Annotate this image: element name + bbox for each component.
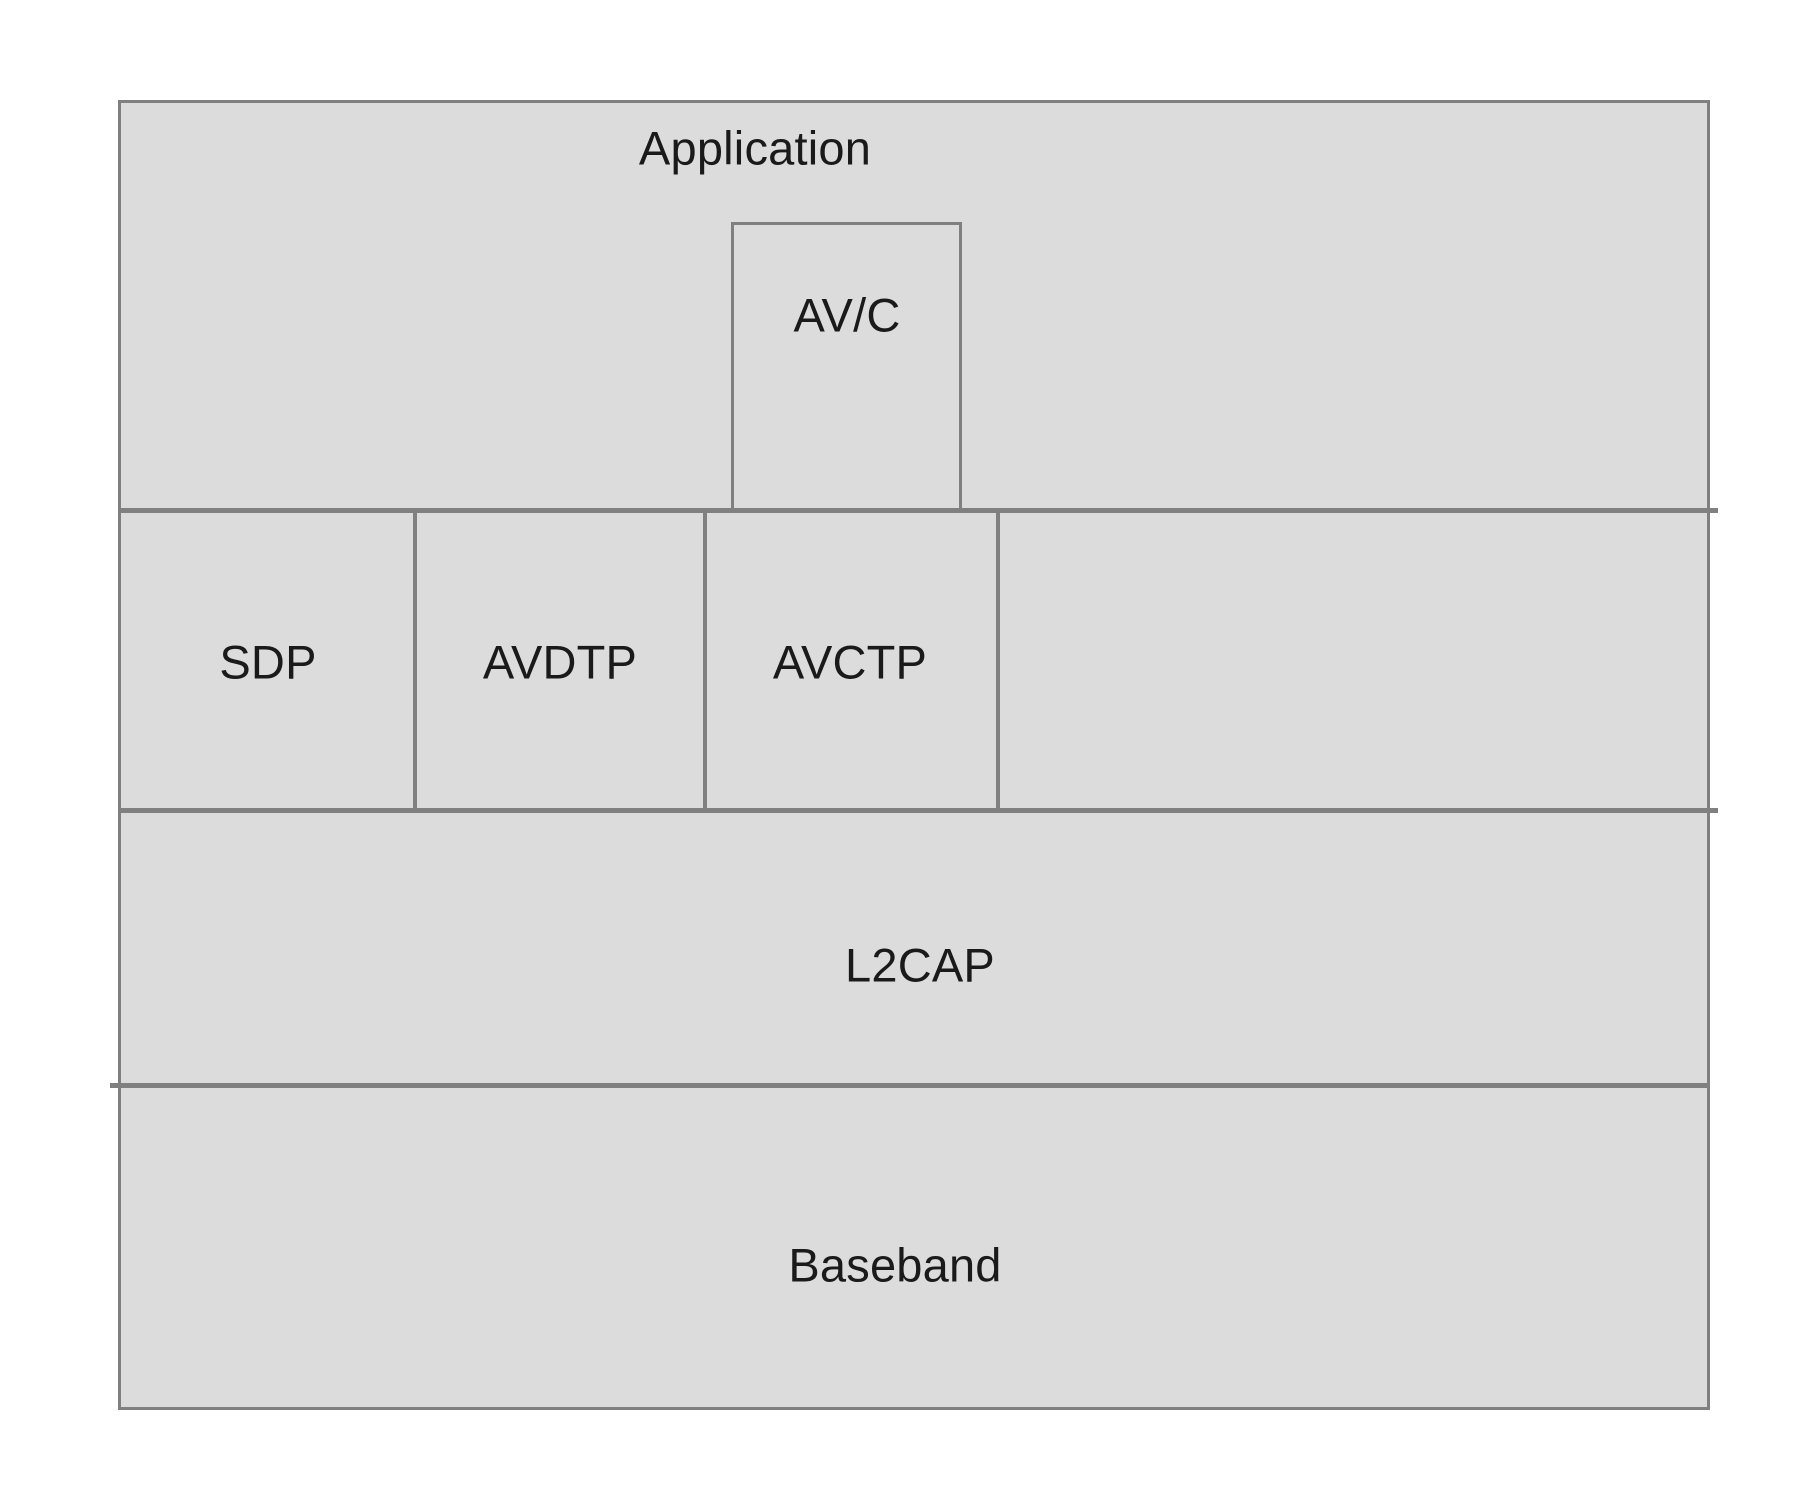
block-avc <box>731 222 962 512</box>
layer-label-application: Application <box>638 121 872 175</box>
block-label-avctp: AVCTP <box>772 635 928 689</box>
divider-avdtp-avctp <box>703 513 707 810</box>
separator-application-middleware <box>118 508 1718 513</box>
layer-label-baseband: Baseband <box>788 1238 1002 1292</box>
block-label-sdp: SDP <box>219 635 317 689</box>
divider-avctp-empty <box>996 513 1000 810</box>
separator-middleware-l2cap <box>118 808 1718 813</box>
layer-label-avc: AV/C <box>793 288 901 342</box>
divider-sdp-avdtp <box>413 513 417 810</box>
block-label-avdtp: AVDTP <box>482 635 638 689</box>
layer-label-l2cap: L2CAP <box>845 938 995 992</box>
separator-l2cap-baseband <box>110 1083 1708 1088</box>
